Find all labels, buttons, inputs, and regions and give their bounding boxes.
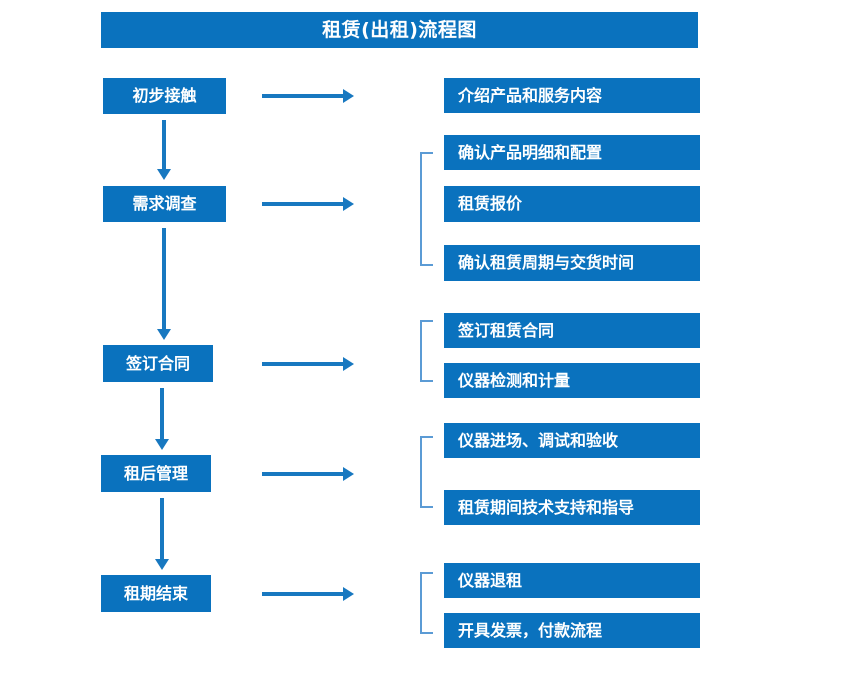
- down-arrow-icon: [155, 388, 169, 450]
- stage-label: 签订合同: [125, 353, 190, 373]
- down-arrow-icon: [157, 120, 171, 180]
- right-arrow-icon: [262, 89, 354, 103]
- stage-box-sign-contract[interactable]: 签订合同: [103, 345, 213, 382]
- down-arrow-icon: [155, 498, 169, 570]
- right-arrow-icon: [262, 357, 354, 371]
- stage-label: 租期结束: [123, 583, 188, 603]
- diagram-title: 租赁(出租)流程图: [322, 18, 477, 41]
- stage-box-post-rental-management[interactable]: 租后管理: [101, 455, 211, 492]
- detail-box-rental-quotation[interactable]: 租赁报价: [444, 186, 700, 222]
- detail-box-invoice-payment-process[interactable]: 开具发票，付款流程: [444, 613, 700, 648]
- right-arrow-icon: [262, 197, 354, 211]
- right-arrow-icon: [262, 467, 354, 481]
- diagram-title-bar: 租赁(出租)流程图: [101, 12, 698, 48]
- detail-label: 仪器进场、调试和验收: [458, 430, 619, 450]
- stage-box-initial-contact[interactable]: 初步接触: [103, 78, 226, 114]
- group-bracket-icon: [420, 436, 433, 508]
- detail-label: 签订租赁合同: [458, 320, 555, 340]
- down-arrow-icon: [157, 228, 171, 340]
- detail-box-instrument-return[interactable]: 仪器退租: [444, 563, 700, 598]
- detail-label: 开具发票，付款流程: [458, 620, 603, 640]
- stage-box-lease-end[interactable]: 租期结束: [101, 575, 211, 612]
- detail-box-sign-lease-agreement[interactable]: 签订租赁合同: [444, 313, 700, 348]
- stage-label: 需求调查: [132, 194, 197, 213]
- detail-box-confirm-product-details[interactable]: 确认产品明细和配置: [444, 135, 700, 170]
- detail-box-technical-support-during-lease[interactable]: 租赁期间技术支持和指导: [444, 490, 700, 525]
- detail-label: 介绍产品和服务内容: [458, 85, 603, 105]
- detail-label: 仪器检测和计量: [458, 370, 571, 390]
- group-bracket-icon: [420, 320, 433, 382]
- group-bracket-icon: [420, 572, 433, 634]
- stage-box-requirement-survey[interactable]: 需求调查: [103, 186, 226, 222]
- detail-label: 确认租赁周期与交货时间: [458, 253, 635, 272]
- right-arrow-icon: [262, 587, 354, 601]
- detail-box-instrument-inspection-metrology[interactable]: 仪器检测和计量: [444, 363, 700, 398]
- group-bracket-icon: [420, 152, 433, 266]
- detail-label: 仪器退租: [458, 570, 523, 590]
- detail-label: 租赁期间技术支持和指导: [458, 497, 635, 517]
- stage-label: 初步接触: [132, 86, 197, 105]
- detail-box-introduce-products-services[interactable]: 介绍产品和服务内容: [444, 78, 700, 113]
- stage-label: 租后管理: [123, 463, 188, 483]
- detail-box-instrument-entry-commissioning-acceptance[interactable]: 仪器进场、调试和验收: [444, 423, 700, 458]
- detail-label: 租赁报价: [458, 194, 523, 213]
- detail-box-confirm-lease-period-delivery[interactable]: 确认租赁周期与交货时间: [444, 245, 700, 281]
- detail-label: 确认产品明细和配置: [458, 142, 603, 162]
